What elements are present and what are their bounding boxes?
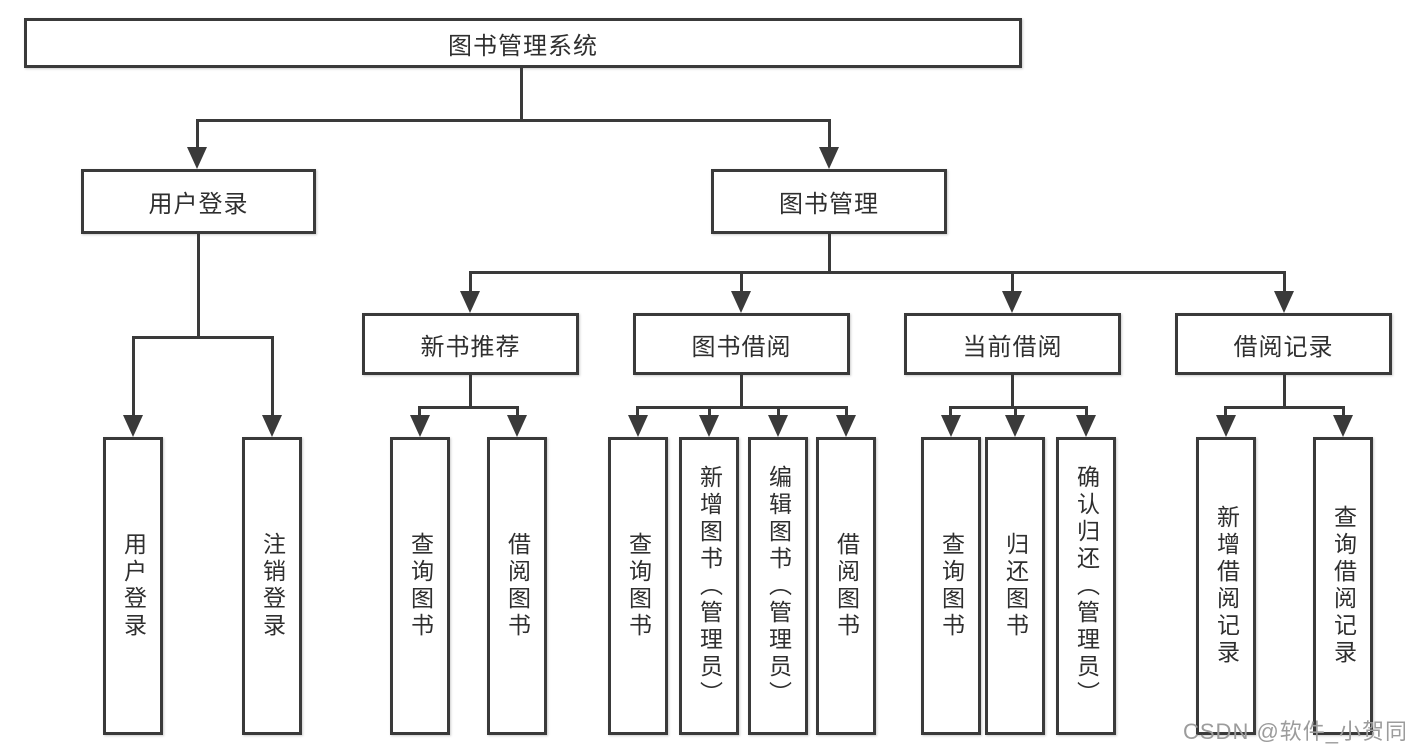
connector: [469, 375, 472, 409]
node-current-borrow: 当前借阅: [904, 313, 1121, 375]
arrow-down-icon: [1216, 415, 1236, 437]
arrow-down-icon: [262, 415, 282, 437]
node-label: 图书管理: [779, 191, 879, 218]
leaf-records-add-borrow-record: 新增借阅记录: [1196, 437, 1256, 735]
connector: [271, 336, 274, 420]
connector: [1085, 406, 1088, 420]
connector: [949, 406, 952, 420]
node-label: 当前借阅: [962, 333, 1063, 361]
node-book-borrow: 图书借阅: [633, 313, 850, 375]
leaf-label: 查询图书: [938, 532, 965, 640]
connector: [740, 271, 743, 295]
leaf-label: 查询图书: [407, 532, 434, 640]
connector: [777, 406, 780, 420]
leaf-current-return-books: 归还图书: [985, 437, 1045, 735]
arrow-down-icon: [731, 291, 751, 313]
connector: [828, 119, 831, 151]
leaf-label: 查询借阅记录: [1330, 505, 1357, 667]
connector: [1283, 375, 1286, 409]
leaf-label: 新增图书（管理员）: [696, 464, 723, 708]
arrow-down-icon: [1076, 415, 1096, 437]
connector: [520, 68, 523, 122]
arrow-down-icon: [507, 415, 527, 437]
connector: [469, 271, 1285, 274]
arrow-down-icon: [1002, 291, 1022, 313]
leaf-logout: 注销登录: [242, 437, 302, 735]
connector: [469, 271, 472, 295]
arrow-down-icon: [1005, 415, 1025, 437]
leaf-borrow-query-books: 查询图书: [608, 437, 668, 735]
connector: [1224, 406, 1345, 409]
leaf-label: 注销登录: [259, 532, 286, 640]
leaf-label: 用户登录: [120, 532, 147, 640]
connector: [949, 406, 1088, 409]
connector: [636, 406, 639, 420]
leaf-borrow-borrow-books: 借阅图书: [816, 437, 876, 735]
connector: [708, 406, 711, 420]
leaf-user-login: 用户登录: [103, 437, 163, 735]
arrow-down-icon: [768, 415, 788, 437]
connector: [1011, 271, 1014, 295]
arrow-down-icon: [1333, 415, 1353, 437]
leaf-current-confirm-return-admin: 确认归还（管理员）: [1056, 437, 1116, 735]
leaf-label: 编辑图书（管理员）: [765, 464, 792, 708]
arrow-down-icon: [410, 415, 430, 437]
arrow-down-icon: [941, 415, 961, 437]
node-label: 图书借阅: [691, 333, 792, 361]
leaf-label: 借阅图书: [504, 532, 531, 640]
connector: [197, 234, 200, 339]
connector: [1014, 406, 1017, 420]
connector: [636, 406, 848, 409]
connector: [1011, 375, 1014, 409]
arrow-down-icon: [123, 415, 143, 437]
connector: [418, 406, 421, 420]
node-borrow-records: 借阅记录: [1175, 313, 1392, 375]
watermark: CSDN @软件_小贺同学: [1183, 719, 1405, 744]
arrow-down-icon: [460, 291, 480, 313]
arrow-down-icon: [836, 415, 856, 437]
node-label: 借阅记录: [1233, 333, 1334, 361]
connector: [132, 336, 274, 339]
connector: [516, 406, 519, 420]
leaf-label: 借阅图书: [833, 532, 860, 640]
connector: [418, 406, 519, 409]
node-book-management: 图书管理: [711, 169, 947, 234]
leaf-label: 确认归还（管理员）: [1073, 464, 1100, 708]
node-library-management-system: 图书管理系统: [24, 18, 1022, 68]
node-label: 图书管理系统: [448, 32, 598, 60]
arrow-down-icon: [628, 415, 648, 437]
connector: [845, 406, 848, 420]
connector: [1224, 406, 1227, 420]
connector: [828, 234, 831, 274]
arrow-down-icon: [1274, 291, 1294, 313]
node-label: 用户登录: [148, 191, 249, 218]
node-new-book-recommend: 新书推荐: [362, 313, 579, 375]
leaf-borrow-edit-books-admin: 编辑图书（管理员）: [748, 437, 808, 735]
leaf-newbook-borrow-books: 借阅图书: [487, 437, 547, 735]
leaf-label: 查询图书: [625, 532, 652, 640]
leaf-label: 新增借阅记录: [1213, 505, 1240, 667]
leaf-current-query-books: 查询图书: [921, 437, 981, 735]
connector: [196, 119, 199, 151]
connector: [1283, 271, 1286, 295]
arrow-down-icon: [699, 415, 719, 437]
leaf-newbook-query-books: 查询图书: [390, 437, 450, 735]
arrow-down-icon: [187, 147, 207, 169]
node-user-login: 用户登录: [81, 169, 316, 234]
connector: [1342, 406, 1345, 420]
leaf-label: 归还图书: [1002, 532, 1029, 640]
connector: [740, 375, 743, 409]
connector: [132, 336, 135, 420]
connector: [196, 119, 831, 122]
leaf-borrow-add-books-admin: 新增图书（管理员）: [679, 437, 739, 735]
arrow-down-icon: [819, 147, 839, 169]
node-label: 新书推荐: [420, 333, 521, 361]
leaf-records-query-borrow-record: 查询借阅记录: [1313, 437, 1373, 735]
